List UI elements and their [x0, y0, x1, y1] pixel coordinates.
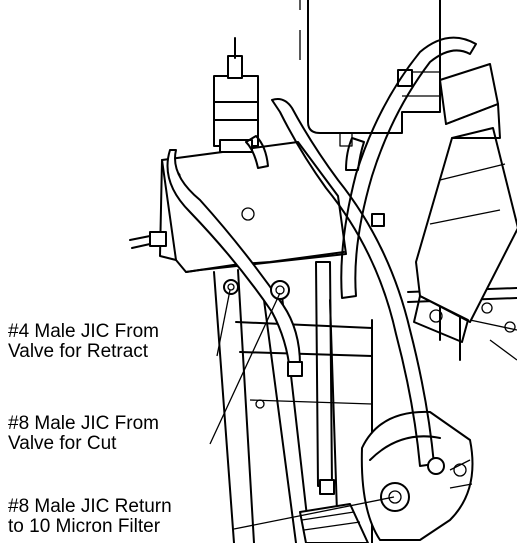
cut-callout-line2: Valve for Cut	[8, 433, 117, 454]
solenoid-valve	[213, 37, 259, 153]
return-callout: #8 Male JIC Return to 10 Micron Filter	[8, 497, 172, 537]
pump-motor	[360, 410, 474, 541]
hydraulic-cylinder	[413, 63, 517, 343]
return-callout-line1: #8 Male JIC Return	[8, 496, 172, 517]
upper-housing	[299, 0, 441, 147]
valve-block	[129, 141, 385, 273]
left-frame	[213, 269, 373, 543]
retract-callout-line2: Valve for Retract	[8, 341, 149, 362]
fittings	[223, 279, 445, 495]
retract-callout: #4 Male JIC From Valve for Retract	[8, 322, 159, 362]
retract-leader-line	[216, 289, 231, 357]
filter-housing	[299, 503, 369, 543]
return-callout-line2: to 10 Micron Filter	[8, 516, 161, 537]
hoses	[166, 36, 477, 487]
return-leader-line	[233, 496, 395, 530]
cut-leader-line	[209, 292, 281, 445]
cut-callout: #8 Male JIC From Valve for Cut	[8, 414, 159, 454]
retract-callout-line1: #4 Male JIC From	[8, 321, 159, 342]
cut-callout-line1: #8 Male JIC From	[8, 413, 159, 434]
